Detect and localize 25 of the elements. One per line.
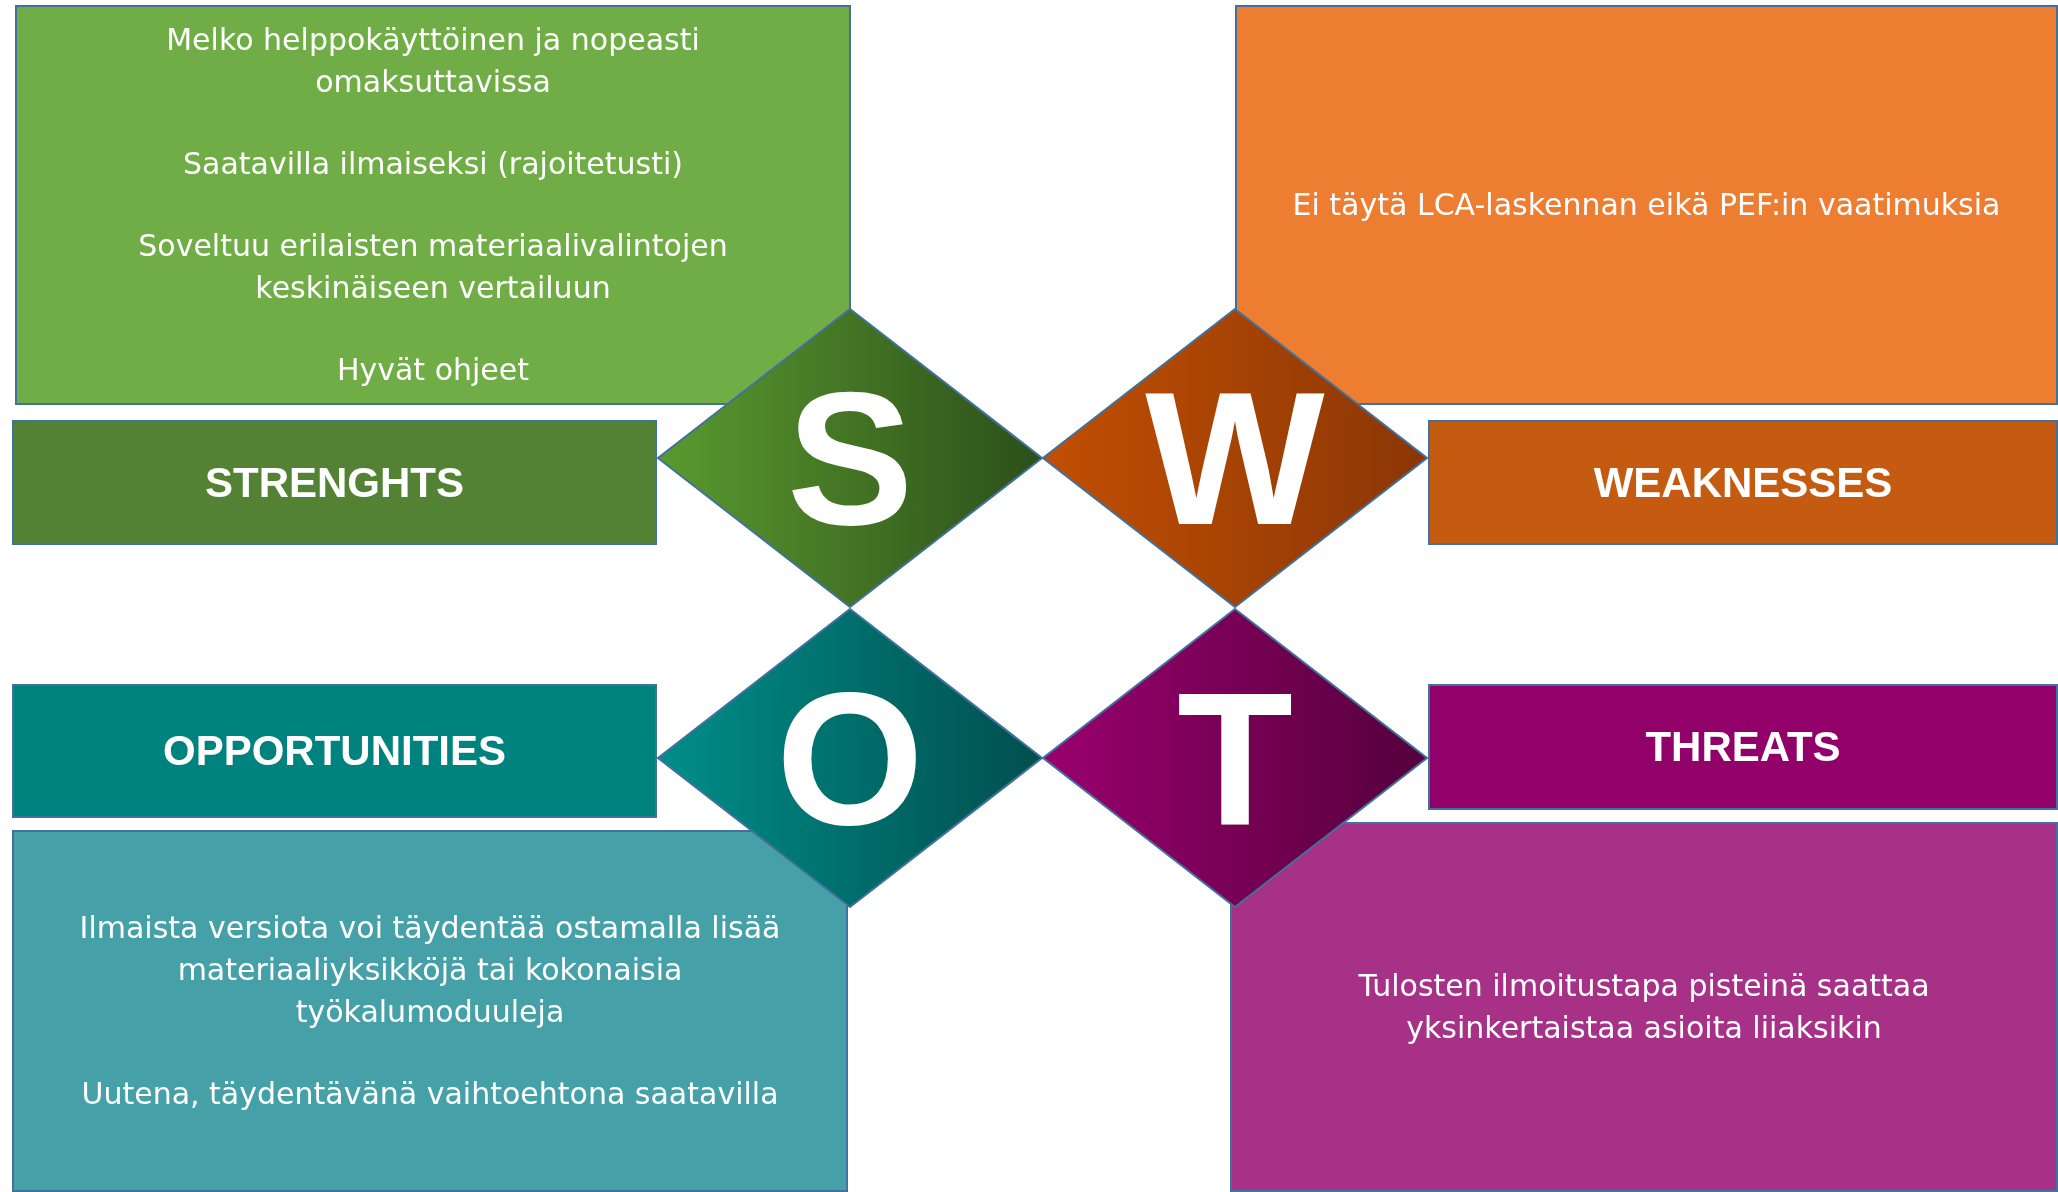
letter: O [776,663,924,853]
title-band [1428,684,2058,810]
heading: THREATS [1645,723,1841,771]
letter-diamond [657,308,1043,608]
body-text: Ei täytä LCA-laskennan eikä PEF:in vaatimuksia [1292,186,2001,224]
title-band [1428,420,2058,545]
body-text: Hyvät ohjeet [336,351,530,389]
title-band [12,420,657,545]
letter-diamond [657,608,1043,908]
letter-diamond [1042,308,1428,608]
heading: WEAKNESSES [1593,458,1893,507]
title-band [12,684,657,818]
body-text: Ilmaista versiota voi täydentää ostamalla lisää materiaaliyksikköjä tai kokonaisia työkalumoduuleja [78,909,782,1031]
body-text: Melko helppokäyttöinen ja nopeasti omaksuttavissa [165,21,701,101]
letter: T [1176,663,1294,853]
letter: W [1145,363,1325,553]
heading: STRENGHTS [205,458,464,507]
body-text: Tulosten ilmoitustapa pisteinä saattaa yksinkertaistaa asioita liiaksikin [1357,967,1931,1047]
body-text: Saatavilla ilmaiseksi (rajoitetusti) [182,145,684,183]
quadrant-panel [12,830,848,1192]
letter: S [786,363,914,553]
body-text: Uutena, täydentävänä vaihtoehtona saatavilla [81,1075,779,1113]
body-text: Soveltuu erilaisten materiaalivalintojen keskinäiseen vertailuun [137,227,729,307]
heading: OPPORTUNITIES [162,727,506,775]
letter-diamond [1042,608,1428,908]
